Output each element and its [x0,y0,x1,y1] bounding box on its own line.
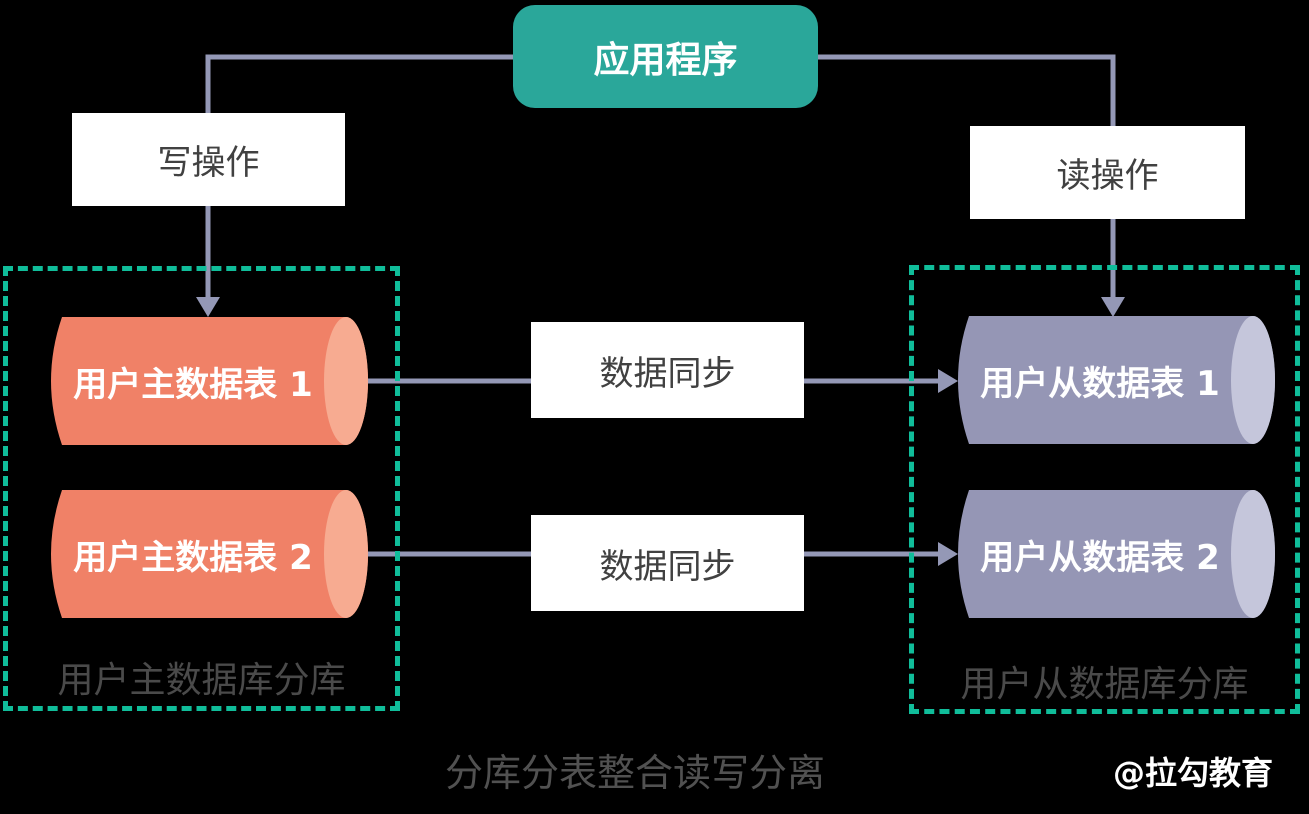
app-to-read-connector [818,54,1116,126]
database-cylinder-icon [51,490,368,618]
data-sync-node-2: 数据同步 [531,515,804,611]
app-to-write-connector [205,54,513,113]
write-operation-label: 写操作 [157,143,260,183]
write-operation-node: 写操作 [72,113,345,206]
replica-table-1-label: 用户从数据表 1 [980,363,1220,404]
database-cylinder-icon [958,316,1275,444]
replica-table-2-cylinder: 用户从数据表 2 [955,490,1275,618]
replica-table-2-label: 用户从数据表 2 [980,537,1220,578]
master-group-caption: 用户主数据库分库 [57,660,346,701]
sync-arrowhead-2-icon [938,542,958,566]
application-node: 应用程序 [513,5,818,108]
replica-shard-container: 用户从数据表 1 用户从数据表 2 用户从数据库分库 [909,265,1300,714]
master-table-2-cylinder: 用户主数据表 2 [48,490,368,618]
database-cylinder-icon [958,490,1275,618]
diagram-title: 分库分表整合读写分离 [444,751,825,795]
database-cylinder-icon [51,317,368,445]
read-operation-node: 读操作 [970,126,1245,219]
read-operation-label: 读操作 [1056,156,1159,196]
watermark: @拉勾教育 [1112,754,1273,792]
master-table-1-label: 用户主数据表 1 [73,364,313,405]
master-shard-container: 用户主数据表 1 用户主数据表 2 用户主数据库分库 [3,266,400,711]
application-label: 应用程序 [593,39,738,81]
replica-table-1-cylinder: 用户从数据表 1 [955,316,1275,444]
master-table-2-label: 用户主数据表 2 [73,537,313,578]
data-sync-label-2: 数据同步 [599,546,736,587]
read-arrowhead-icon [1101,297,1125,317]
sync-arrowhead-1-icon [938,369,958,393]
replica-group-caption: 用户从数据库分库 [960,664,1249,705]
write-arrowhead-icon [196,297,220,317]
data-sync-label-1: 数据同步 [599,353,736,394]
master-table-1-cylinder: 用户主数据表 1 [48,317,368,445]
data-sync-node-1: 数据同步 [531,322,804,418]
